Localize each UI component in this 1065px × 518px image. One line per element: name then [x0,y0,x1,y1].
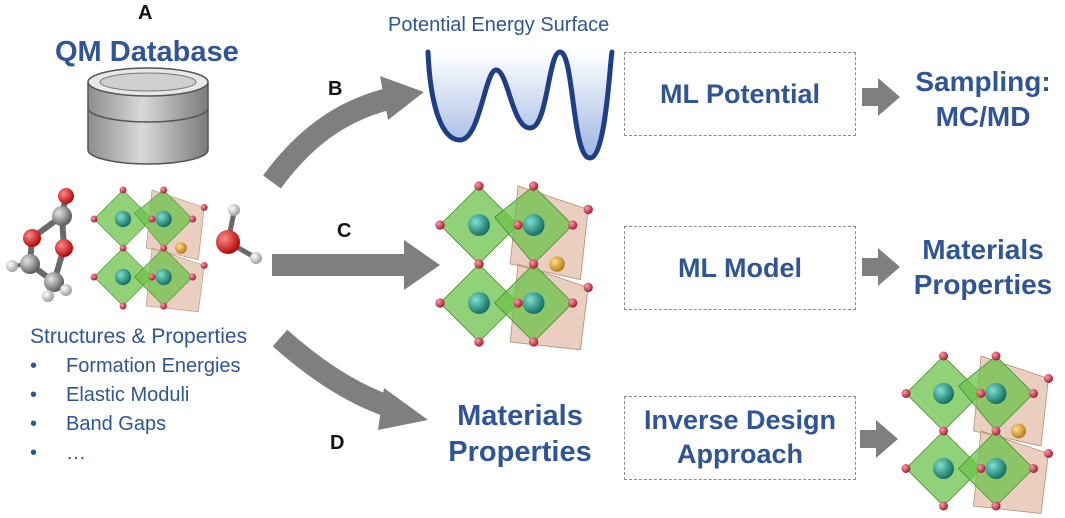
arrow-d [272,329,428,430]
inverse-design-line-2: Approach [676,439,803,469]
pes-caption: Potential Energy Surface [388,14,610,36]
materials-input-line-1: Materials [457,400,583,432]
materials-line-1: Materials [922,234,1044,265]
panel-label-c: C [337,220,352,242]
arrow-b [263,76,424,189]
materials-input-line-2: Properties [448,436,592,469]
list-item: • Band Gaps [30,410,300,439]
property-item-label: … [66,442,86,464]
structures-heading: Structures & Properties [30,325,248,348]
panel-label-b: B [328,78,343,100]
panel-label-d: D [330,432,345,454]
bullet-icon: • [30,413,38,435]
property-bullet-list: • Formation Energies • Elastic Moduli • Ban… [30,352,300,468]
ml-model-label: ML Model [678,252,802,283]
arrow-inverse-design [860,420,898,458]
property-item-label: Elastic Moduli [66,384,190,406]
sampling-line-2: MC/MD [935,101,1031,132]
potential-energy-surface-icon [425,49,615,161]
arrow-c [272,240,440,290]
list-item: •… [30,439,300,468]
database-cylinder-icon [87,67,209,165]
arrow-ml-model [862,248,900,286]
perovskite-crystal-small [90,186,208,313]
inverse-design-line-1: Inverse Design [643,405,837,436]
property-item-label: Band Gaps [66,413,167,435]
materials-properties-input: Materials Properties [432,398,608,471]
materials-line-2: Properties [913,269,1053,300]
ml-model-box: ML Model [624,226,856,310]
perovskite-crystal-middle [435,181,593,351]
sampling-line-1: Sampling: [915,66,1051,97]
panel-label-a: A [138,2,153,24]
perovskite-crystal-output [901,351,1053,514]
ml-potential-label: ML Potential [659,78,820,109]
ml-potential-box: ML Potential [624,52,856,136]
bullet-icon: • [30,355,38,377]
water-molecule-icon [216,204,262,264]
sampling-outcome: Sampling: MC/MD [898,64,1065,134]
structures-properties-list: Structures & Properties • Formation Energ… [30,322,300,468]
arrow-ml-potential [862,78,900,116]
inverse-design-box: Inverse Design Approach [624,396,856,480]
list-item: • Elastic Moduli [30,381,300,410]
database-title: QM Database [55,36,239,68]
bullet-icon: • [30,384,38,406]
bullet-icon: • [30,442,38,464]
materials-properties-outcome: Materials Properties [898,232,1065,302]
property-item-label: Formation Energies [66,355,241,377]
ring-molecule-icon [6,188,74,302]
list-item: • Formation Energies [30,352,300,381]
